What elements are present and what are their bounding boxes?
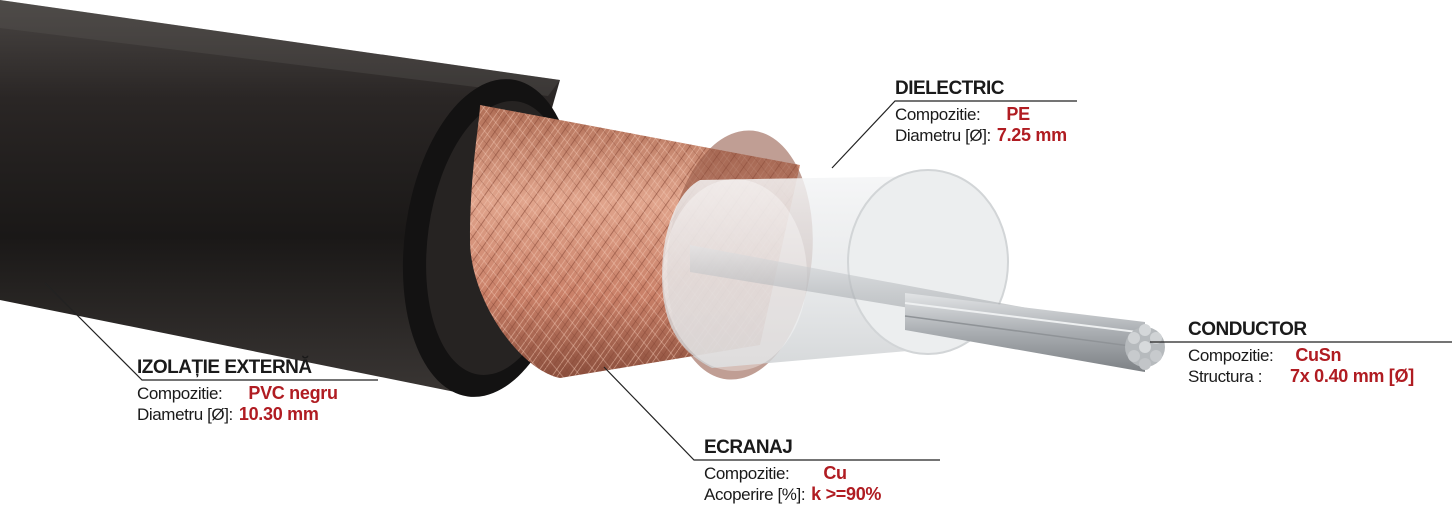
ecranaj-callout: ECRANAJ Compozitie: Cu Acoperire [%]: k … [704, 437, 881, 504]
ecranaj-composition-label: Compozitie: [704, 464, 789, 484]
dielectric-composition-value: PE [1006, 104, 1029, 125]
izolatie-composition-value: PVC negru [248, 383, 337, 404]
conductor-callout: CONDUCTOR Compozitie: CuSn Structura : 7… [1188, 319, 1414, 386]
conductor-title: CONDUCTOR [1188, 319, 1414, 341]
izolatie-title: IZOLAȚIE EXTERNĂ [137, 357, 338, 379]
ecranaj-coverage-value: k >=90% [811, 484, 881, 505]
conductor-composition-value: CuSn [1295, 345, 1341, 366]
izolatie-diameter-value: 10.30 mm [239, 404, 319, 425]
dielectric-callout: DIELECTRIC Compozitie: PE Diametru [Ø]: … [895, 78, 1067, 145]
conductor-structure-label: Structura : [1188, 367, 1262, 387]
conductor-composition-label: Compozitie: [1188, 346, 1273, 366]
ecranaj-coverage-label: Acoperire [%]: [704, 485, 805, 505]
dielectric-diameter-value: 7.25 mm [997, 125, 1067, 146]
dielectric-diameter-label: Diametru [Ø]: [895, 126, 991, 146]
dielectric-title: DIELECTRIC [895, 78, 1067, 100]
ecranaj-composition-value: Cu [823, 463, 846, 484]
dielectric-composition-label: Compozitie: [895, 105, 980, 125]
conductor-structure-value: 7x 0.40 mm [Ø] [1290, 366, 1414, 387]
izolatie-diameter-label: Diametru [Ø]: [137, 405, 233, 425]
izolatie-callout: IZOLAȚIE EXTERNĂ Compozitie: PVC negru D… [137, 357, 338, 424]
ecranaj-title: ECRANAJ [704, 437, 881, 459]
izolatie-composition-label: Compozitie: [137, 384, 222, 404]
